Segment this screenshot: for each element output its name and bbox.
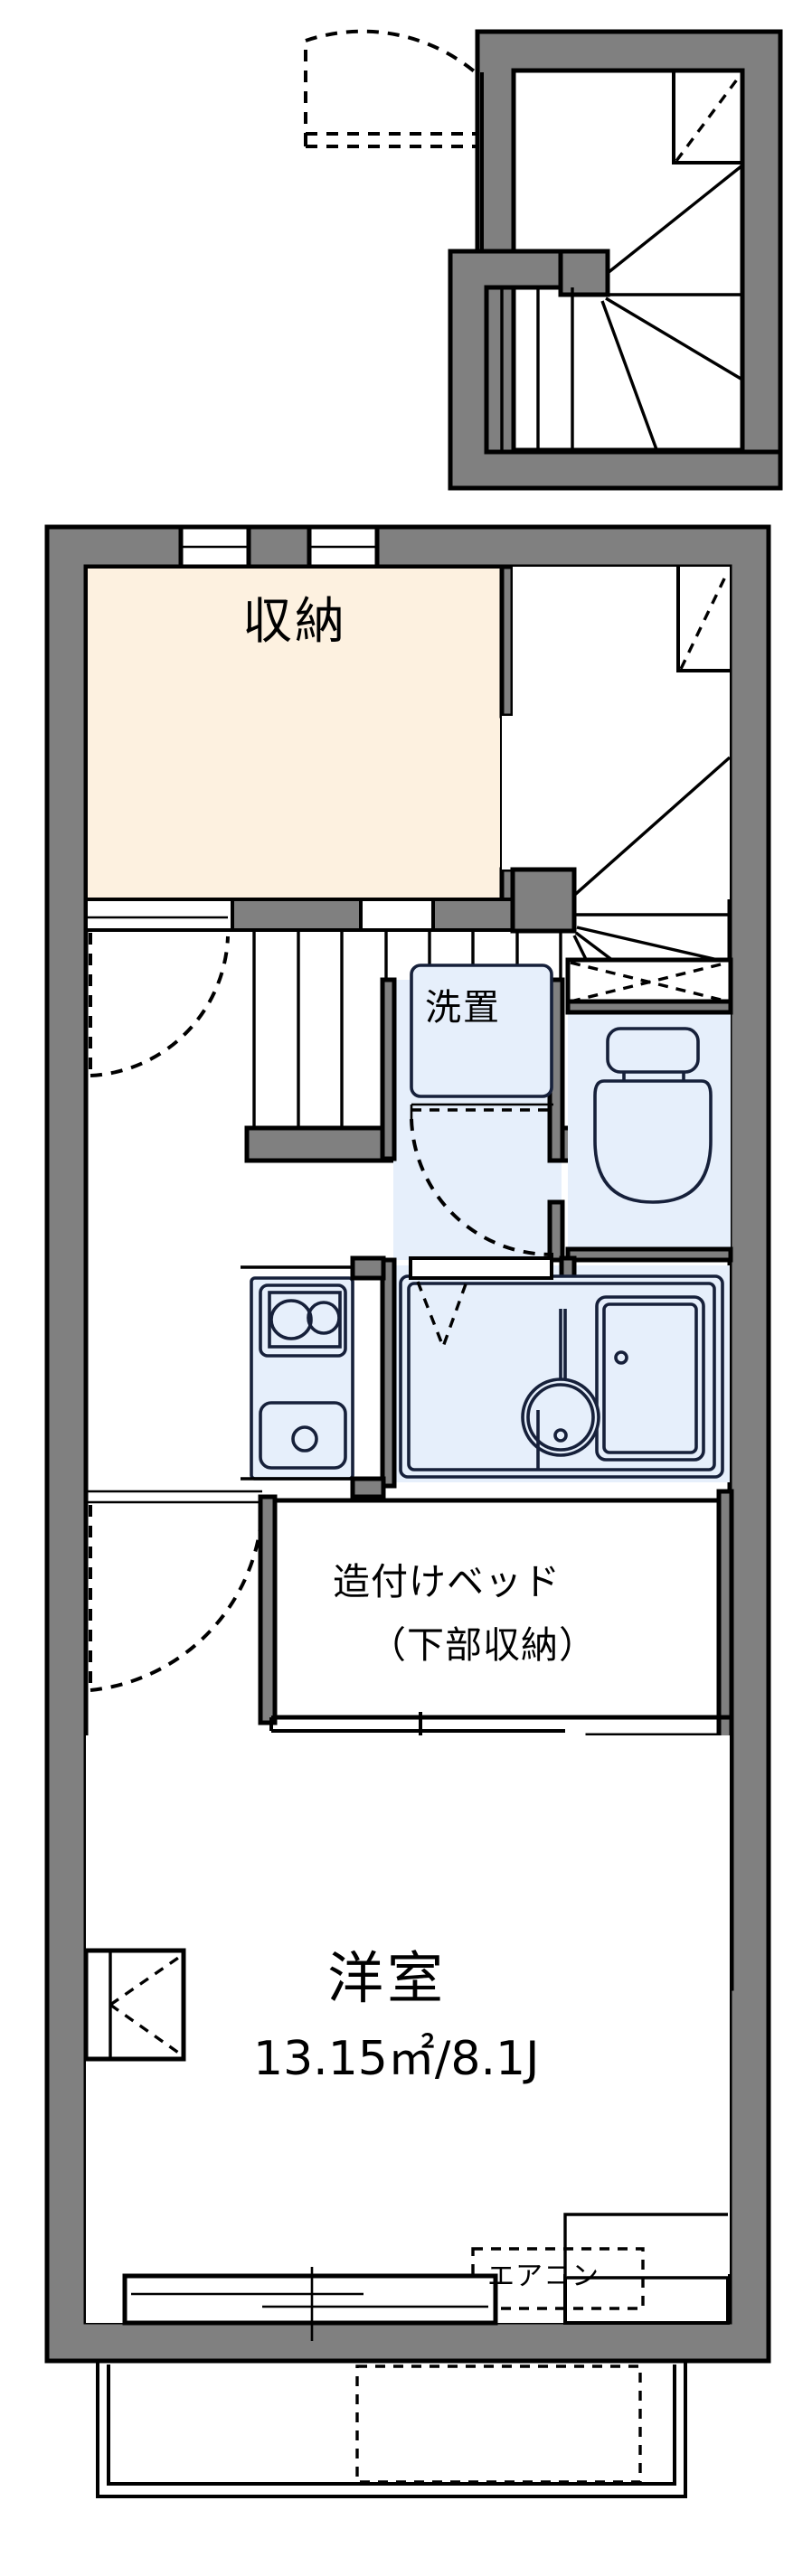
stove-burner-large [269, 1299, 313, 1340]
stove-burner-small [307, 1301, 341, 1335]
main-room-label: 洋室 [327, 1945, 448, 2011]
bed-lower-storage-front[interactable] [269, 1712, 565, 1737]
aircon-label: エアコン [487, 2261, 600, 2292]
storage-door-panel-4[interactable] [431, 898, 515, 932]
aircon-upper-ledge [563, 2213, 728, 2276]
built-in-bed-label-line2: （下部収納） [369, 1623, 597, 1667]
balcony-inner-outline [107, 2364, 676, 2486]
aircon-label-box [471, 2247, 645, 2310]
tatami-value: /8.1J [434, 2032, 540, 2086]
area-unit-wrap: ㎡ [388, 2032, 435, 2086]
bath-unit-inner [407, 1282, 716, 1471]
bed-left-wall [258, 1494, 278, 1725]
storage-sliding-doors[interactable] [84, 898, 515, 932]
bath-left-wall [380, 1257, 397, 1489]
storage-door-panel-1[interactable] [84, 898, 234, 932]
balcony-outline [96, 2359, 687, 2498]
bed-right-wall [716, 1489, 734, 1725]
upper-entry-stair-plan [304, 29, 783, 491]
balcony [96, 2359, 687, 2498]
main-room-area: 13.15㎡/8.1J [253, 2035, 539, 2082]
hall-door-lower[interactable] [86, 1490, 264, 1692]
storage-room-label: 収納 [242, 592, 348, 650]
upper-right-closet [676, 567, 730, 672]
room-window-left-swing-1 [109, 1952, 184, 2007]
room-window-left[interactable] [83, 1948, 186, 2062]
upper-stair-treads-straight [500, 287, 574, 452]
toilet-tank [606, 1027, 700, 1074]
kitchen-sink-drain [291, 1425, 318, 1453]
upper-room-interior-2 [511, 68, 745, 453]
area-unit: ㎡ [387, 2032, 435, 2086]
wash-room-left-wall [380, 977, 397, 1161]
toilet-window-x2 [570, 961, 729, 1003]
wash-basin-drain [553, 1428, 568, 1443]
wash-room-right-wall-2 [547, 1199, 565, 1263]
toilet-wall-top [565, 999, 733, 1015]
stair-hall-area [513, 567, 730, 899]
storage-door-panel-3[interactable] [359, 898, 435, 932]
toilet-wall-bottom [565, 1246, 733, 1263]
wash-room-door[interactable] [410, 1103, 554, 1257]
area-value: 13.15 [253, 2032, 388, 2086]
hall-door-upper[interactable] [86, 916, 230, 1077]
storage-opening [502, 716, 513, 870]
room-window-left-swing-2 [109, 2003, 184, 2058]
storage-right-wall-upper [499, 564, 515, 719]
aircon-recess [565, 2214, 728, 2278]
stair-newel-post-main [510, 867, 577, 934]
washing-machine-pan [410, 964, 553, 1098]
entrance-door-arc [305, 29, 479, 76]
kitchen-bed-wall [350, 1476, 386, 1500]
upper-closet-outline [672, 72, 742, 165]
aircon-ledge [563, 2276, 728, 2323]
storage-door-panel-2[interactable] [231, 898, 363, 932]
balcony-sliding-door[interactable] [122, 2267, 498, 2341]
built-in-bed[interactable] [269, 1498, 732, 1720]
bathtub [595, 1295, 705, 1462]
bath-door-swing [416, 1281, 468, 1351]
stair-newel-post [558, 249, 610, 297]
toilet-bowl [593, 1079, 713, 1204]
sliding-door-frame[interactable] [122, 2273, 498, 2326]
main-floor-plan [44, 524, 771, 2498]
bathtub-inner [602, 1302, 698, 1454]
built-in-bed-label-line1: 造付けベッド [333, 1560, 561, 1603]
kitchen-sink [259, 1401, 347, 1470]
wash-basin-inner [526, 1383, 595, 1452]
stair-diagonal-upper [568, 756, 732, 901]
bath-door[interactable] [409, 1256, 553, 1280]
aircon-wall-box [563, 2274, 730, 2325]
kitchen-bath-wall [350, 1255, 386, 1281]
wash-room-label: 洗置 [425, 987, 501, 1029]
upper-stair-winder-treads [600, 164, 744, 453]
wash-basin [521, 1377, 600, 1457]
bathtub-drain [614, 1350, 628, 1365]
